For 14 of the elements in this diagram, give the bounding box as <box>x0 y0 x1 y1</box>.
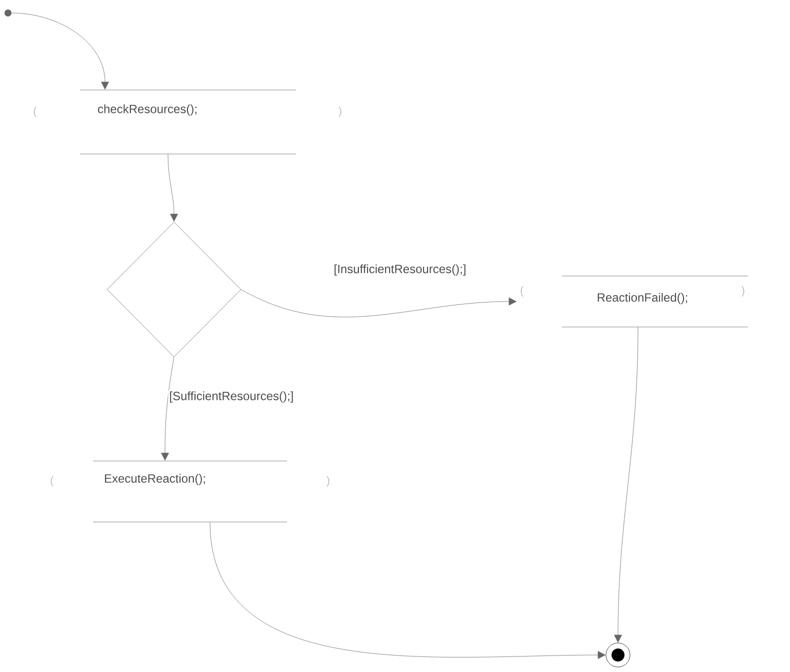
activity-box: ExecuteReaction(); <box>50 460 330 522</box>
arrow <box>614 327 638 643</box>
edge-label: [InsufficientResources();] <box>332 263 468 277</box>
arrow <box>161 357 174 461</box>
end-node <box>606 642 630 668</box>
start-dot <box>4 10 12 16</box>
decision-diamond <box>106 222 242 358</box>
edge-label: [SufficientResources();] <box>168 390 295 404</box>
arrow <box>12 12 109 90</box>
activity-box: ReactionFailed(); <box>520 276 748 328</box>
arrow <box>241 289 517 318</box>
arrow <box>210 522 606 659</box>
activity-box: checkResources(); <box>34 90 342 154</box>
arrow <box>168 154 178 222</box>
